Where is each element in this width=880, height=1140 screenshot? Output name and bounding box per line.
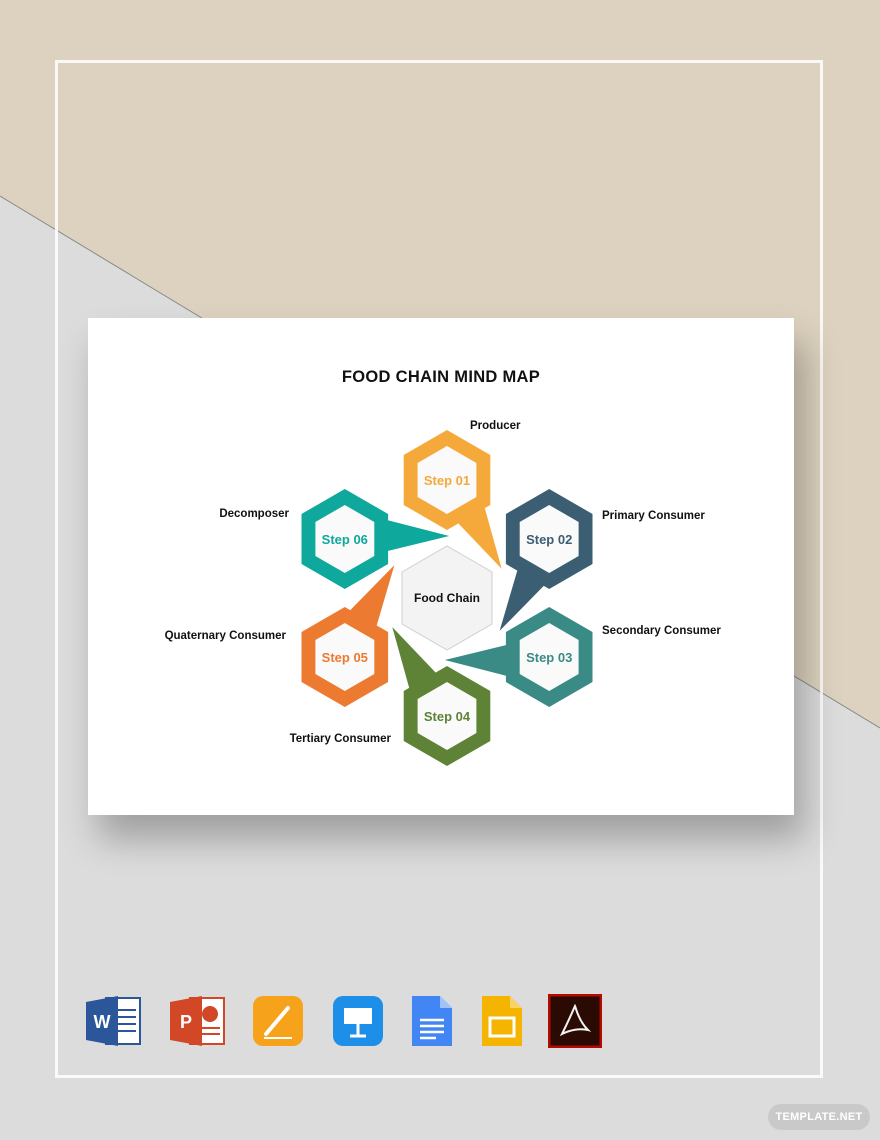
- step-hexagon-inner: [315, 505, 375, 573]
- step-label: Step 05: [322, 650, 368, 665]
- step-hexagon-inner: [417, 446, 477, 514]
- step-node-1: Step 01: [403, 430, 491, 530]
- step-hexagon-inner: [519, 623, 579, 691]
- mind-map-diagram: Food Chain Step 01 Step 02 Step 03 Step 04 St…: [301, 430, 593, 766]
- step-node-6: Step 06: [301, 489, 389, 589]
- step-label: Step 04: [424, 709, 471, 724]
- watermark-badge: TEMPLATE.NET: [768, 1104, 870, 1130]
- center-label: Food Chain: [414, 591, 480, 605]
- svg-text:P: P: [180, 1012, 192, 1032]
- center-hexagon: [401, 545, 493, 651]
- apple-pages-icon[interactable]: [252, 994, 304, 1048]
- node-name-label: Primary Consumer: [602, 510, 705, 522]
- microsoft-word-icon[interactable]: W: [86, 994, 142, 1048]
- google-slides-icon[interactable]: [480, 994, 524, 1048]
- diagram-title: FOOD CHAIN MIND MAP: [341, 368, 541, 386]
- step-hexagon-inner: [519, 505, 579, 573]
- white-frame: [55, 60, 823, 1078]
- step-node-2: Step 02: [505, 489, 593, 589]
- node-name-label: Decomposer: [219, 508, 289, 520]
- step-node-5: Step 05: [301, 607, 389, 707]
- step-hexagon-inner: [315, 623, 375, 691]
- diagram-card: Food Chain Step 01 Step 02 Step 03 Step 04 St…: [88, 318, 794, 815]
- step-node-4: Step 04: [403, 666, 491, 766]
- microsoft-powerpoint-icon[interactable]: P: [170, 994, 226, 1048]
- svg-text:W: W: [94, 1012, 111, 1032]
- node-name-label: Tertiary Consumer: [289, 733, 391, 745]
- adobe-pdf-icon[interactable]: [548, 994, 602, 1048]
- node-name-label: Producer: [470, 420, 521, 432]
- step-label: Step 03: [526, 650, 572, 665]
- apple-keynote-icon[interactable]: [332, 994, 384, 1048]
- step-label: Step 02: [526, 532, 572, 547]
- step-label: Step 01: [424, 473, 470, 488]
- step-node-3: Step 03: [505, 607, 593, 707]
- node-name-label: Secondary Consumer: [602, 625, 721, 637]
- node-name-label: Quaternary Consumer: [164, 630, 286, 642]
- step-hexagon-inner: [417, 682, 477, 750]
- step-label: Step 06: [322, 532, 368, 547]
- google-docs-icon[interactable]: [410, 994, 454, 1048]
